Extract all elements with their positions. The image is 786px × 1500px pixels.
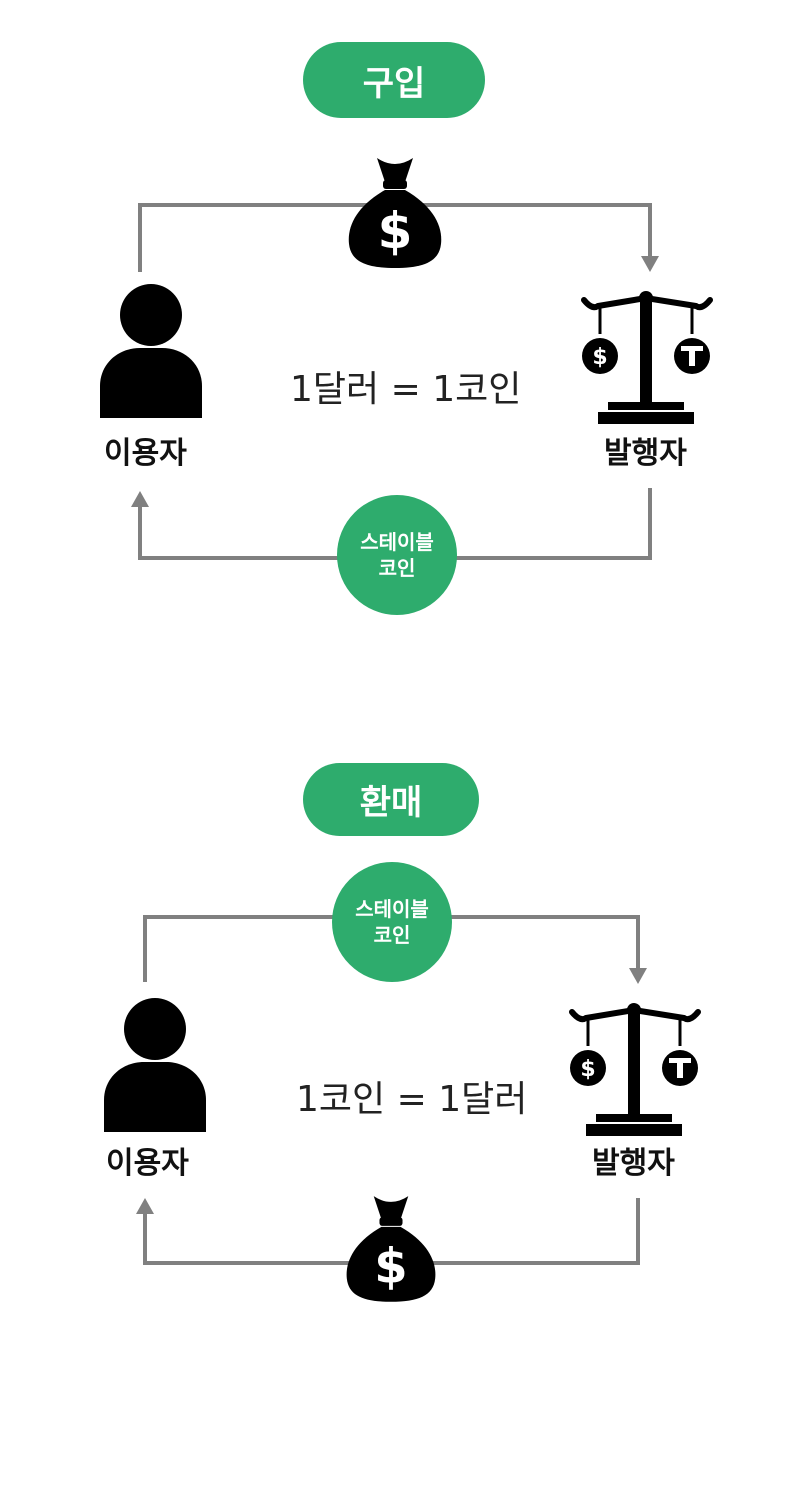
money-bag-icon: $ <box>348 158 442 268</box>
stablecoin-label-line1: 스테이블 <box>355 897 429 921</box>
sell-user-label: 이용자 <box>106 1146 189 1181</box>
stablecoin-circle: 스테이블 코인 <box>337 495 457 615</box>
stablecoin-label-line2: 코인 <box>378 556 416 580</box>
svg-text:$: $ <box>580 1057 595 1082</box>
buy-user-label: 이용자 <box>104 436 187 471</box>
buy-equation: 1달러 = 1코인 <box>290 369 522 410</box>
stablecoin-label-line2: 코인 <box>373 923 411 947</box>
sell-title: 환매 <box>359 783 423 823</box>
buy-title-pill: 구입 <box>303 42 485 118</box>
buy-title: 구입 <box>362 63 426 104</box>
buy-issuer-label: 발행자 <box>604 436 687 471</box>
svg-text:$: $ <box>378 202 413 260</box>
user-icon <box>100 284 202 418</box>
sell-panel: 환매 스테이블 코인 $ 이용자 발행자 1코인 = 1달러 $ <box>0 720 786 1440</box>
svg-text:$: $ <box>374 1239 407 1295</box>
stablecoin-label-line1: 스테이블 <box>360 530 434 554</box>
sell-issuer-label: 발행자 <box>592 1146 675 1181</box>
money-bag-icon: $ <box>346 1196 436 1302</box>
scale-icon: $ <box>569 1003 701 1136</box>
sell-equation: 1코인 = 1달러 <box>296 1079 528 1120</box>
svg-text:$: $ <box>592 345 607 370</box>
sell-title-pill: 환매 <box>303 763 479 836</box>
user-icon <box>104 998 206 1132</box>
stablecoin-circle: 스테이블 코인 <box>332 862 452 982</box>
buy-panel: 구입 $ $ 이용자 발행자 1달러 = 1코인 스테이블 코인 <box>0 0 786 700</box>
scale-icon: $ <box>581 291 713 424</box>
